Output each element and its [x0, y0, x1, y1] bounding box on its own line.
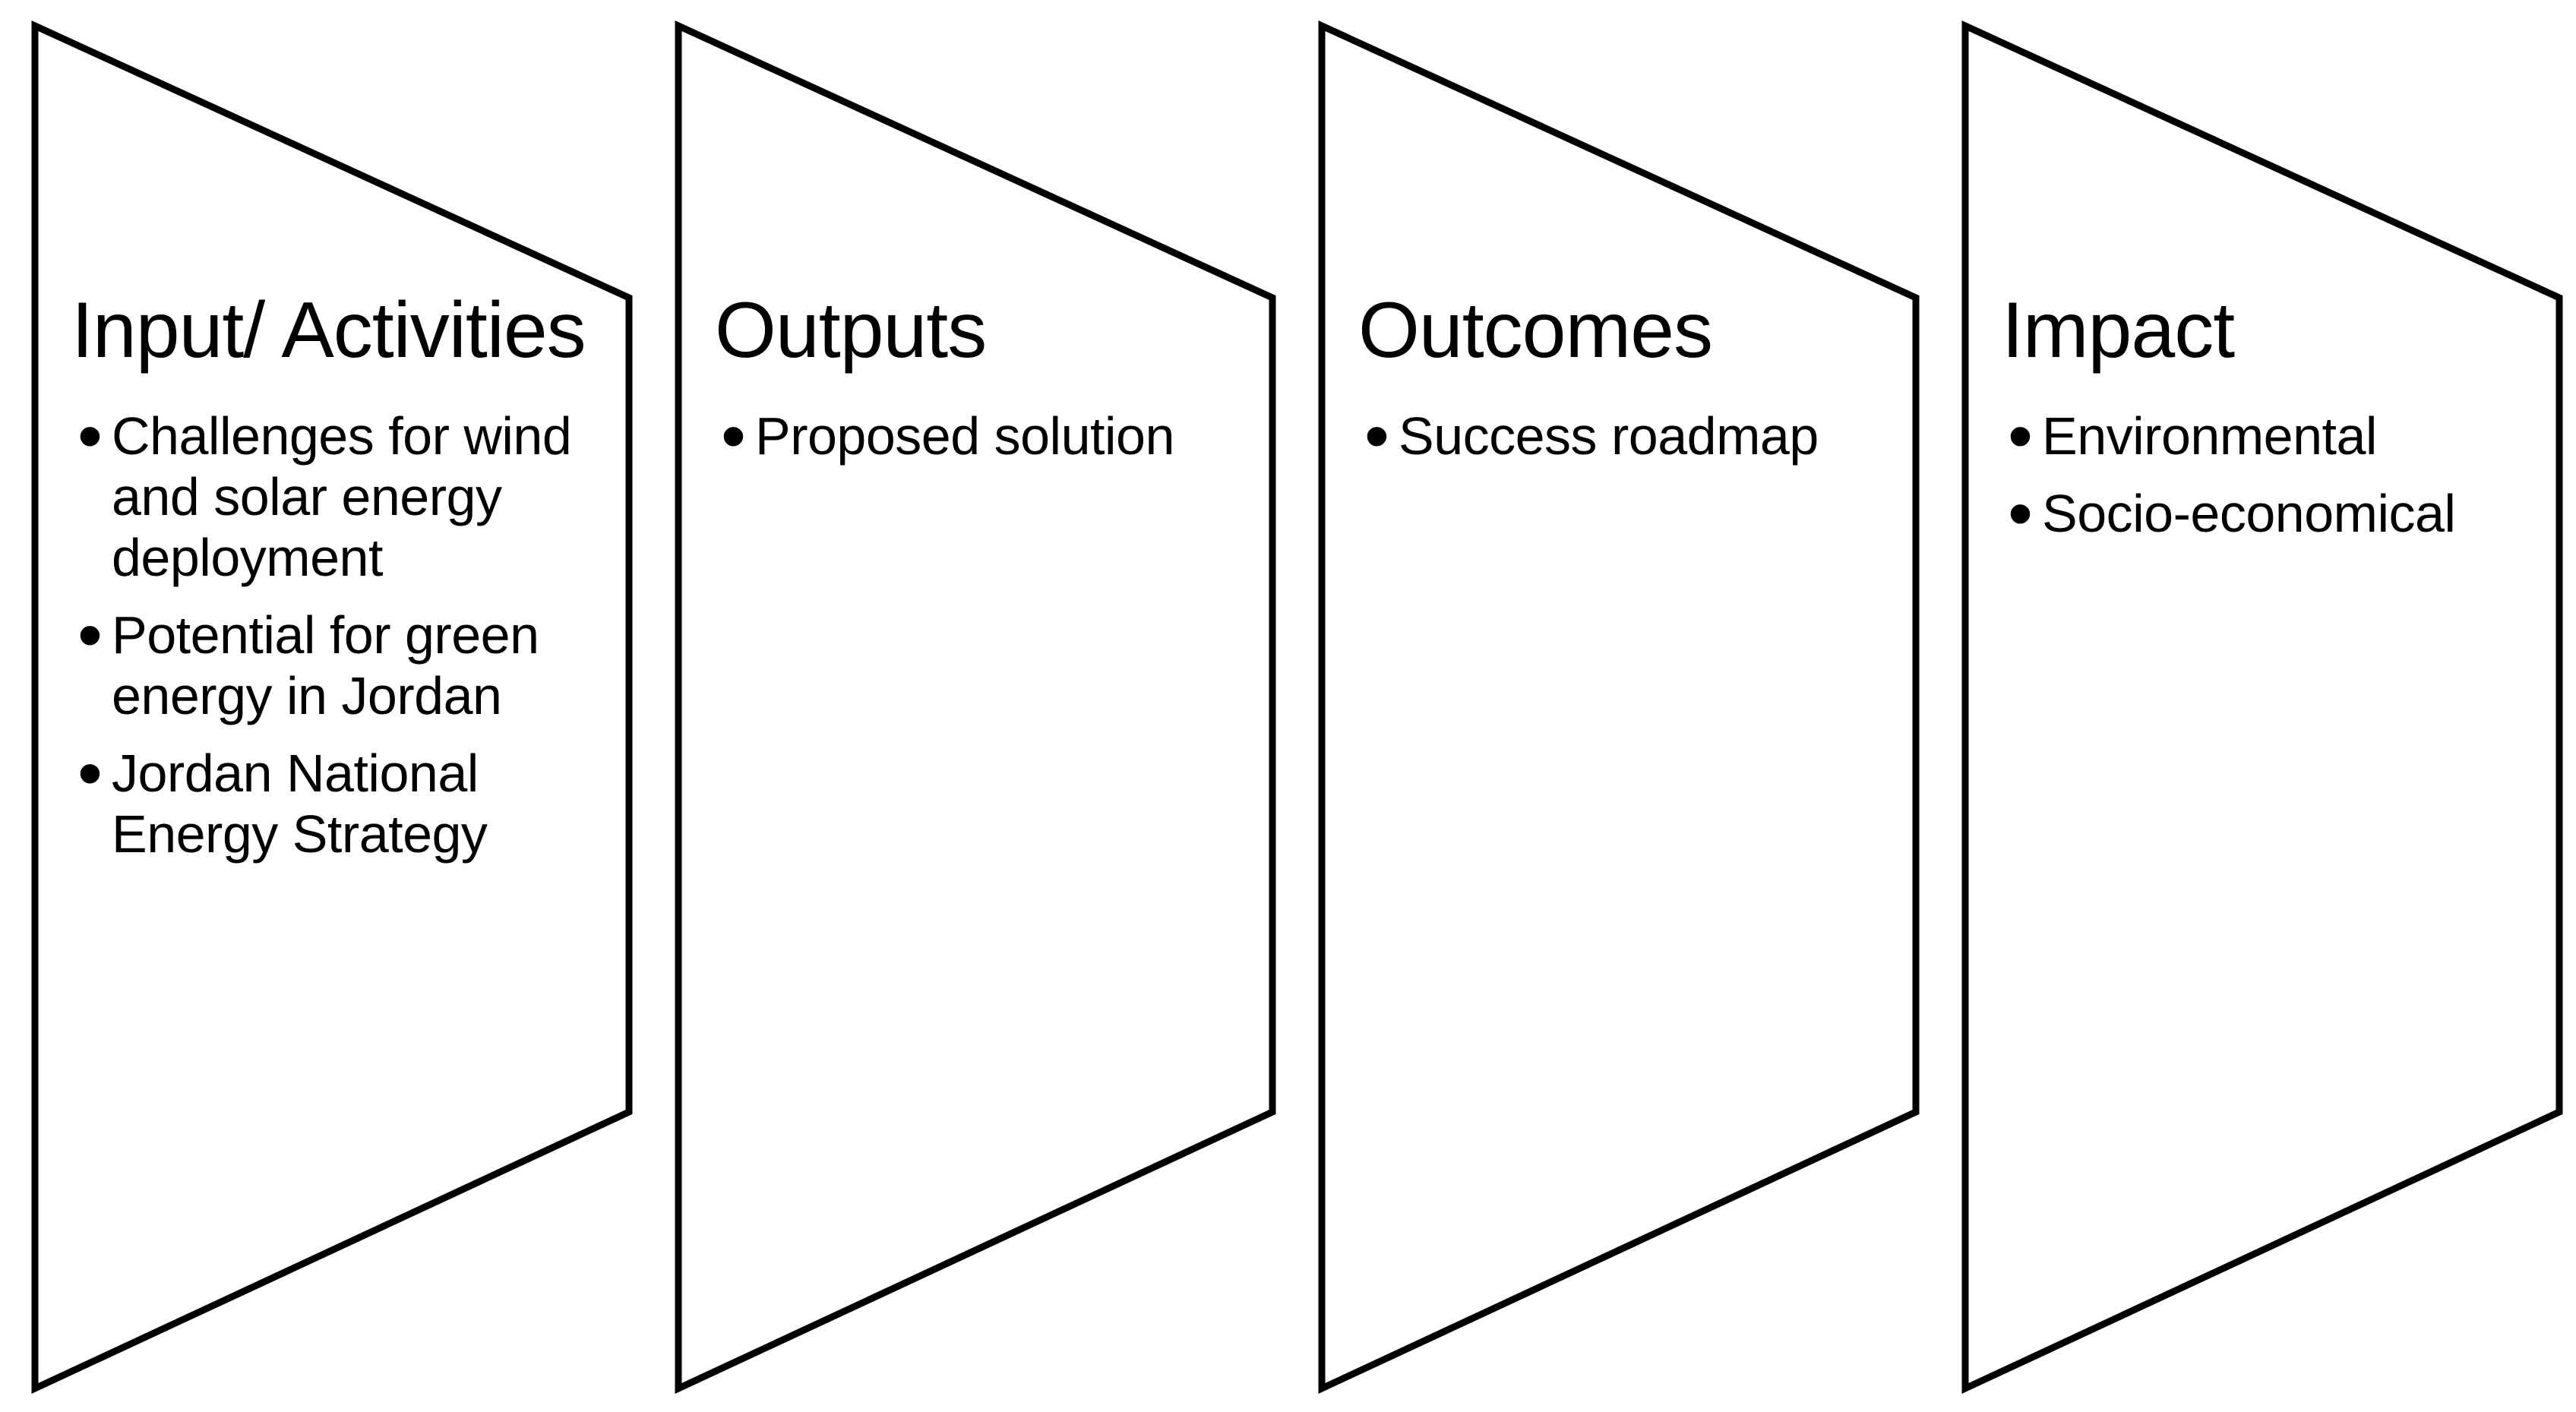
panel-bullet-list: • Challenges for wind and solar energy d… [71, 396, 603, 864]
bullet-text: Success roadmap [1399, 406, 1819, 466]
panel-title: Outputs [715, 286, 987, 374]
panel-outcomes: Outcomes • Success roadmap [1358, 281, 1890, 475]
panel-bullet-list: • Success roadmap [1358, 396, 1890, 475]
list-item: • Potential for green energy in Jordan [77, 595, 603, 726]
list-item: • Proposed solution [721, 396, 1247, 475]
bullet-icon: • [2008, 396, 2033, 475]
list-item: • Jordan National Energy Strategy [77, 733, 603, 864]
bullet-icon: • [2008, 473, 2033, 553]
bullet-text: Environmental [2042, 406, 2377, 466]
panel-shape-outcomes [1318, 20, 1920, 1395]
panel-shape-impact [1961, 20, 2563, 1395]
panel-shape-input-activities [31, 20, 633, 1395]
panel-impact: Impact • Environmental • Socio-economica… [2002, 281, 2533, 553]
bullet-text: Challenges for wind and solar energy dep… [112, 406, 572, 587]
panel-shape-outputs [675, 20, 1276, 1395]
bullet-icon: • [721, 396, 746, 475]
list-item: • Success roadmap [1364, 396, 1890, 475]
list-item: • Challenges for wind and solar energy d… [77, 396, 603, 588]
panel-outputs: Outputs • Proposed solution [715, 281, 1247, 475]
bullet-text: Potential for green energy in Jordan [112, 605, 539, 725]
bullet-icon: • [77, 595, 103, 674]
bullet-text: Jordan National Energy Strategy [112, 744, 488, 864]
list-item: • Environmental [2008, 396, 2533, 475]
panel-title: Outcomes [1358, 286, 1713, 374]
panel-bullet-list: • Environmental • Socio-economical [2002, 396, 2533, 553]
list-item: • Socio-economical [2008, 473, 2533, 553]
panel-bullet-list: • Proposed solution [715, 396, 1247, 475]
panel-input-activities: Input/ Activities • Challenges for wind … [71, 281, 603, 864]
bullet-icon: • [77, 733, 103, 813]
bullet-icon: • [77, 396, 103, 475]
panel-title: Input/ Activities [71, 286, 586, 374]
bullet-text: Proposed solution [755, 406, 1174, 466]
bullet-icon: • [1364, 396, 1389, 475]
panel-title: Impact [2002, 286, 2235, 374]
bullet-text: Socio-economical [2042, 484, 2456, 543]
